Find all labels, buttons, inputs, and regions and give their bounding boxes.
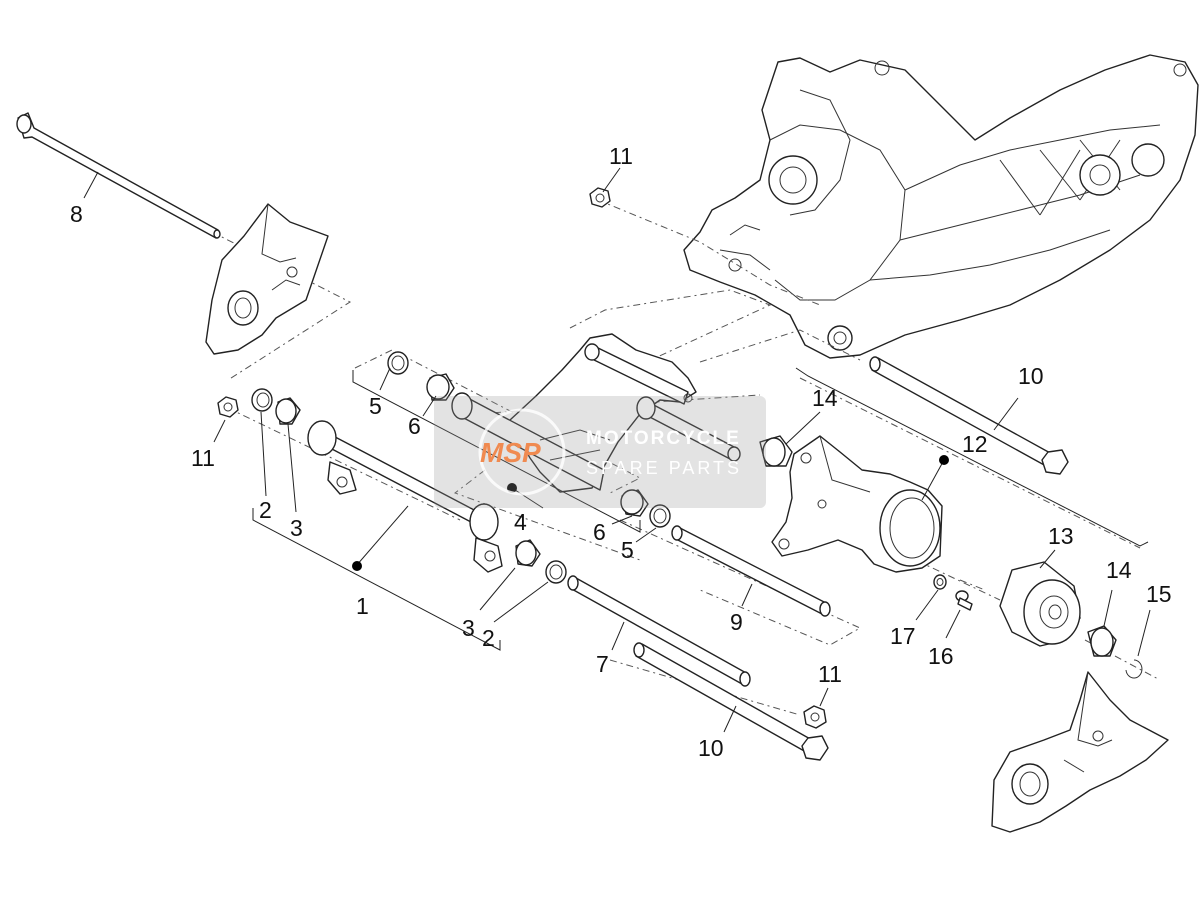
part-2-seal-ring-upper [251,388,273,412]
callout-11-top: 11 [609,143,633,169]
part-10-bolt-upper [869,356,1069,475]
callout-10-upper: 10 [1018,363,1044,389]
part-14-bushing-lower [1087,625,1117,657]
part-9-pin [671,525,831,617]
engine-crankcase [683,54,1199,359]
part-13-silent-block [999,561,1081,647]
part-3-bushing-upper [275,397,301,425]
leader-lines [83,167,1151,733]
callout-16: 16 [928,643,954,669]
callout-17: 17 [890,623,916,649]
part-6-bushing-upper [426,373,455,401]
watermark-panel [434,396,766,508]
callout-6-lower: 6 [593,519,606,545]
callout-13: 13 [1048,523,1074,549]
part-6-bushing-lower [620,489,649,517]
callout-14-upper: 14 [812,385,838,411]
callout-14-lower: 14 [1106,557,1132,583]
part-3-bushing-lower [515,539,541,567]
right-cover-plate [991,671,1169,833]
watermark-logo: MSP [480,437,541,468]
callout-3-lower: 3 [462,615,475,641]
part-12-mounting-bracket [771,435,943,573]
part-17-washer [933,574,947,590]
watermark-globe-icon [478,408,566,496]
part-15-circlip [1125,659,1143,679]
callout-2-upper: 2 [259,497,272,523]
part-11-nut-upper [589,187,611,208]
callout-5-upper: 5 [369,393,382,419]
part-8-long-bolt [16,112,221,239]
part-5-seal-upper [387,351,409,375]
part-10-bolt-lower [633,642,829,761]
callout-12: 12 [962,431,988,457]
callout-2-lower: 2 [482,625,495,651]
part-1-swingarm-pivot [307,420,503,573]
callout-15: 15 [1146,581,1172,607]
callout-8: 8 [70,201,83,227]
part-11-nut-left [217,396,239,418]
part-14-bushing-upper [759,435,793,467]
callout-11-left: 11 [191,445,215,471]
callout-labels: 1 2 2 3 3 4 5 5 6 6 7 8 9 10 10 11 11 11… [70,143,1172,761]
callout-3-upper: 3 [290,515,303,541]
callout-7: 7 [596,651,609,677]
callout-6-upper: 6 [408,413,421,439]
callout-9: 9 [730,609,743,635]
part-7-pin [567,575,751,687]
callout-5-lower: 5 [621,537,634,563]
part-5-seal-lower [649,504,671,528]
part-16-screw [955,590,973,611]
callout-4: 4 [514,509,527,535]
watermark: MSP MOTORCYCLE SPARE PARTS [434,396,766,508]
callout-10-lower: 10 [698,735,724,761]
part-11-nut-lower [803,705,827,729]
watermark-line2: SPARE PARTS [586,458,742,478]
watermark-line1: MOTORCYCLE [586,428,741,449]
callout-1: 1 [356,593,369,619]
callout-11-bottom: 11 [818,661,842,687]
part-2-seal-ring-lower [545,560,567,584]
left-cover-plate [205,203,329,355]
